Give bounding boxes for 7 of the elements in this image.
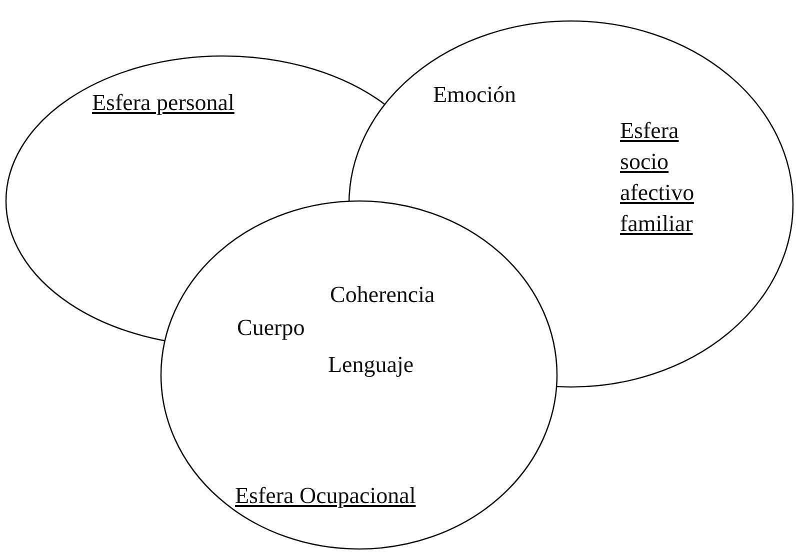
concept-label: Lenguaje bbox=[328, 352, 414, 378]
concept-label: Emoción bbox=[433, 82, 516, 108]
concept-label: Cuerpo bbox=[237, 315, 305, 341]
sphere-title: Esfera socio afectivo familiar bbox=[620, 117, 696, 238]
sphere-title: Esfera personal bbox=[92, 89, 234, 117]
sphere-title: Esfera Ocupacional bbox=[235, 482, 416, 510]
concept-label: Coherencia bbox=[330, 282, 435, 308]
